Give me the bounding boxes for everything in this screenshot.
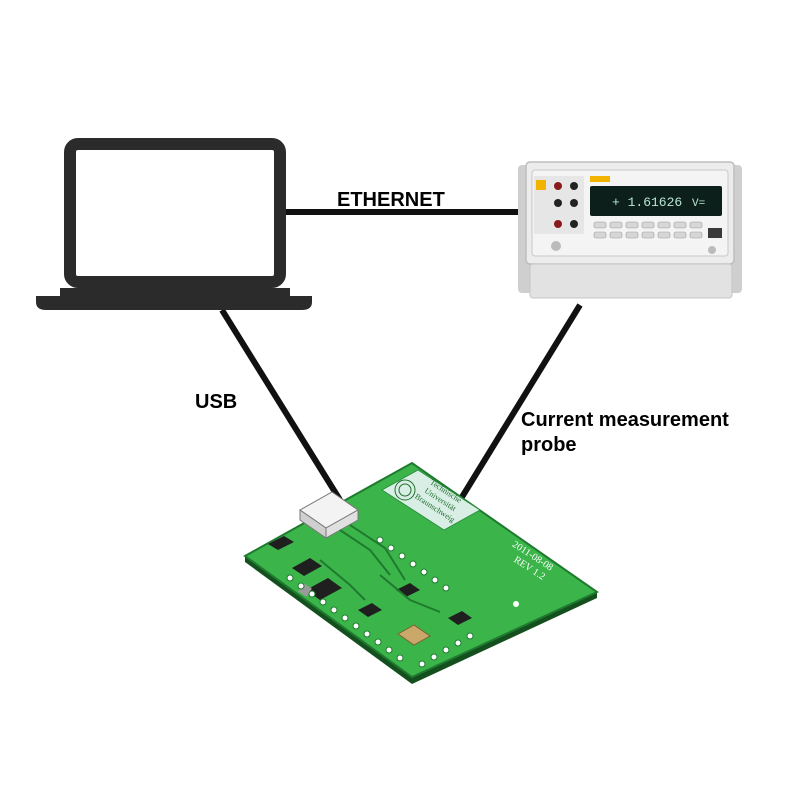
multimeter-reading: + 1.61626 [612,195,682,210]
multimeter-icon: + 1.61626 V= [518,161,742,299]
pcb-push-button [397,624,431,646]
ethernet-label: ETHERNET [337,189,445,211]
multimeter-brand-badge [590,176,610,182]
multimeter-display [590,186,722,216]
pcb-board-icon: Technische Universität Braunschweig CE 2… [243,461,600,684]
usb-label: USB [195,391,238,413]
laptop-hinge [60,288,290,298]
probe-cable-line [459,303,583,499]
probe-label: Current measurement probe [521,409,729,456]
usb-cable-line [219,308,343,502]
multimeter-unit: V= [692,198,705,210]
laptop-screen [64,138,286,288]
laptop-icon [36,138,312,310]
laptop-base [36,296,312,310]
pcb-university-seal [394,479,416,501]
pcb-usb-connector [299,491,359,539]
